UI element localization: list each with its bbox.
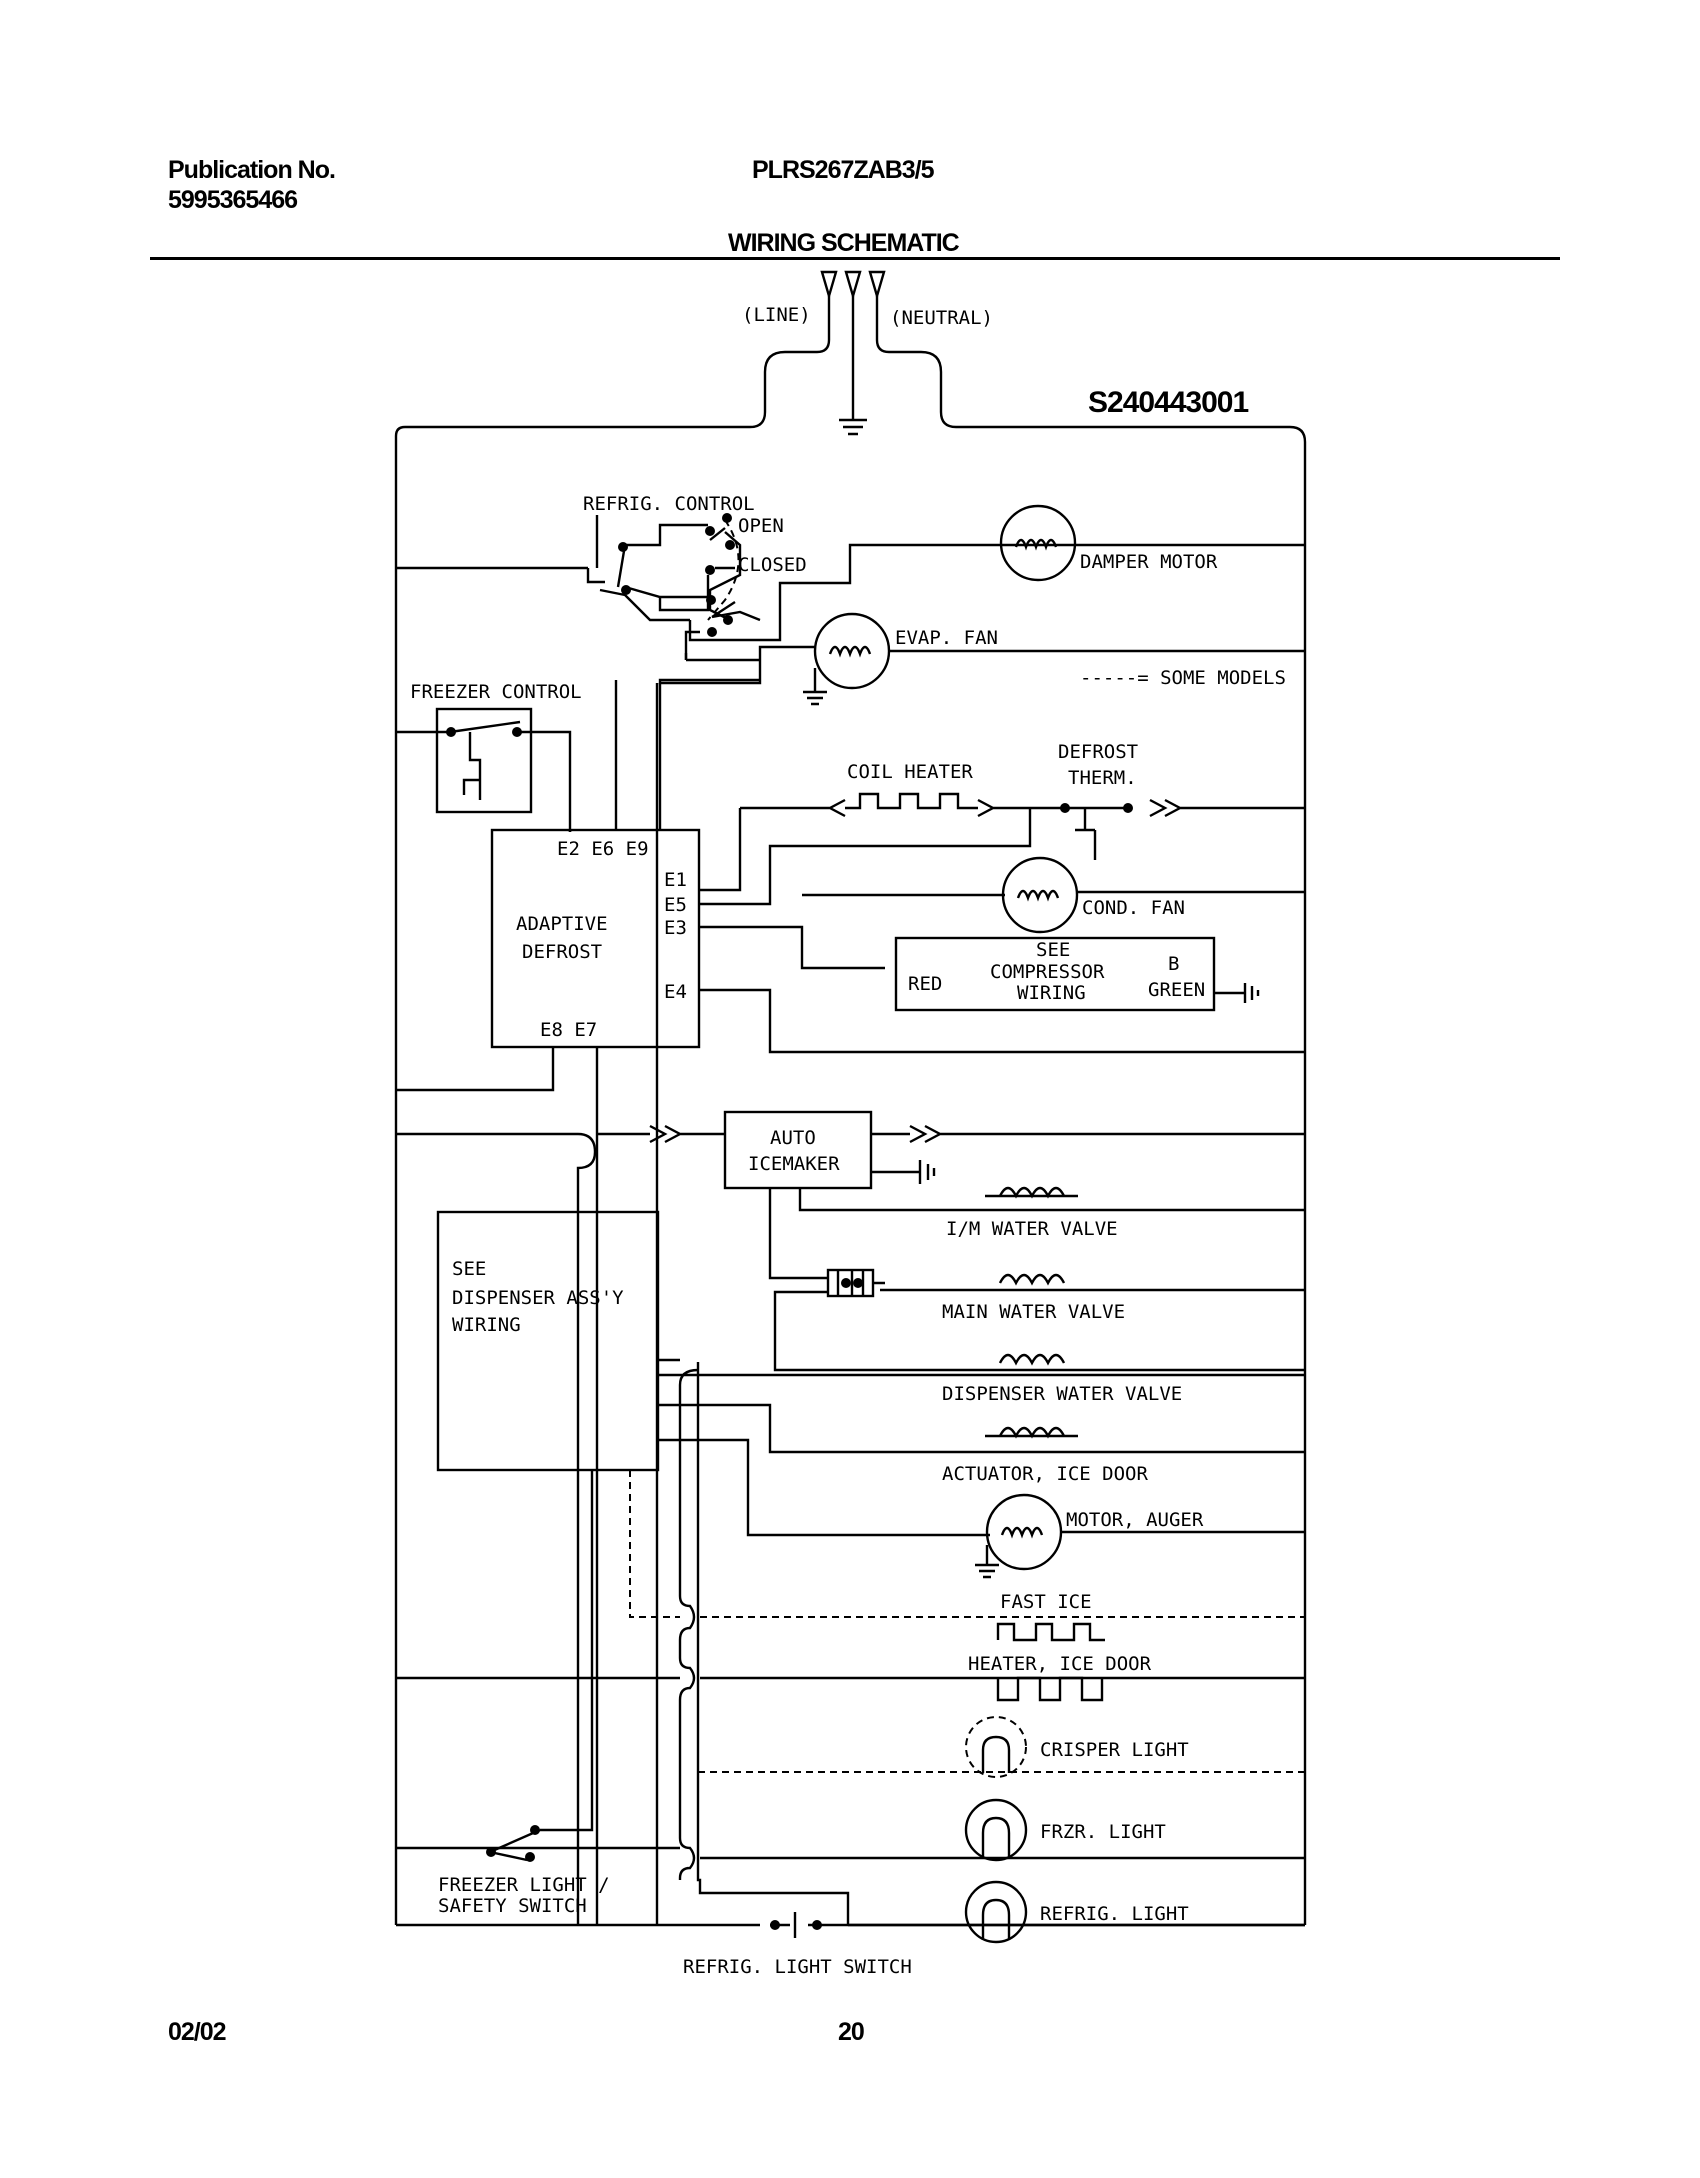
refrig-control-switch [396, 513, 1305, 660]
coil-heater [700, 792, 1062, 892]
freezer-light-switch-label-2: SAFETY SWITCH [438, 1895, 587, 1917]
freezer-light-safety-switch [486, 1470, 594, 1862]
freezer-control-switch [396, 707, 572, 832]
refrig-light-switch [770, 1912, 822, 1938]
page-title: WIRING SCHEMATIC [728, 229, 960, 257]
refrigerator-light [848, 1880, 1305, 1944]
auto-label: AUTO [770, 1127, 816, 1149]
icemaker-label: ICEMAKER [748, 1153, 840, 1175]
actuator-ice-door-label: ACTUATOR, ICE DOOR [942, 1463, 1148, 1485]
line-label: (LINE) [742, 304, 811, 326]
main-water-valve-label: MAIN WATER VALVE [942, 1301, 1125, 1323]
defrost-thermostat [700, 798, 1305, 906]
footer-date: 02/02 [168, 2018, 227, 2046]
terminal-e1: E1 [664, 869, 687, 891]
damper-motor [999, 504, 1077, 582]
im-water-valve [998, 1186, 1066, 1199]
crisper-light [698, 1716, 1305, 1778]
publication-label: Publication No. [168, 156, 336, 184]
freezer-light-switch-label-1: FREEZER LIGHT / [438, 1874, 610, 1896]
adaptive-terminals-bottom: E8 E7 [540, 1019, 597, 1041]
closed-label: CLOSED [738, 554, 807, 576]
auto-icemaker [723, 1110, 1305, 1190]
dispenser-water-valve [998, 1353, 1066, 1366]
cond-fan [1001, 856, 1305, 934]
freezer-control-label: FREEZER CONTROL [410, 681, 582, 703]
cond-fan-label: COND. FAN [1082, 897, 1185, 919]
refrig-light-switch-label: REFRIG. LIGHT SWITCH [683, 1956, 912, 1978]
compressor-label: COMPRESSOR [990, 961, 1105, 983]
motor-auger-label: MOTOR, AUGER [1066, 1509, 1204, 1531]
power-plug [394, 270, 1307, 1925]
dispenser-see-label: SEE [452, 1258, 486, 1280]
refrig-control-label: REFRIG. CONTROL [583, 493, 755, 515]
damper-motor-label: DAMPER MOTOR [1080, 551, 1218, 573]
coil-heater-label: COIL HEATER [847, 761, 973, 783]
adaptive-terminals-top: E2 E6 E9 [557, 838, 649, 860]
dispenser-assembly-box [436, 1210, 1305, 1537]
icemaker-left-connector [597, 1124, 725, 1144]
evap-fan-label: EVAP. FAN [895, 627, 998, 649]
ground-symbol [839, 418, 867, 436]
defrost-therm-label-2: THERM. [1068, 767, 1137, 789]
im-water-valve-label: I/M WATER VALVE [946, 1218, 1118, 1240]
freezer-light-label: FRZR. LIGHT [1040, 1821, 1166, 1843]
actuator-ice-door [985, 1426, 1078, 1439]
adaptive-top-wires [568, 680, 662, 832]
cond-fan-wires [700, 893, 1305, 1054]
open-label: OPEN [738, 515, 784, 537]
light-jumper-wire [678, 1368, 699, 1880]
evap-fan [803, 612, 1305, 706]
refrigerator-light-label: REFRIG. LIGHT [1040, 1903, 1189, 1925]
compressor-red-label: RED [908, 973, 942, 995]
icemaker-feed-wire [396, 1132, 597, 1925]
adaptive-defrost-label-1: ADAPTIVE [516, 913, 608, 935]
motor-auger [975, 1493, 1305, 1579]
dispenser-wiring-label: WIRING [452, 1314, 521, 1336]
header-rule [150, 257, 1560, 260]
compressor-b-label: B [1168, 953, 1179, 975]
neutral-label: (NEUTRAL) [890, 307, 993, 329]
fast-ice-label: FAST ICE [1000, 1591, 1092, 1613]
compressor-wiring-label: WIRING [1017, 982, 1086, 1004]
water-valve-connector [773, 1268, 1305, 1372]
dispenser-water-valve-label: DISPENSER WATER VALVE [942, 1383, 1182, 1405]
adaptive-defrost-board [490, 828, 701, 1049]
compressor-green-label: GREEN [1148, 979, 1205, 1001]
footer-page-number: 20 [838, 2018, 865, 2046]
defrost-therm-label-1: DEFROST [1058, 741, 1138, 763]
adaptive-bottom-wires [396, 1047, 599, 1925]
some-models-legend: -----= SOME MODELS [1080, 667, 1286, 689]
drawing-number: S240443001 [1088, 386, 1248, 419]
terminal-e4: E4 [664, 981, 687, 1003]
refrig-light-switch-wire [696, 1362, 850, 1925]
adaptive-defrost-label-2: DEFROST [522, 941, 602, 963]
heater-ice-door-label: HEATER, ICE DOOR [968, 1653, 1152, 1675]
main-water-valve [998, 1273, 1066, 1286]
heater-ice-door [396, 1676, 1305, 1702]
dispenser-assy-label: DISPENSER ASS'Y [452, 1287, 624, 1309]
compressor-wiring-box [894, 936, 1260, 1012]
terminal-e5: E5 [664, 894, 687, 916]
compressor-see-label: SEE [1036, 939, 1070, 961]
fast-ice-heater [629, 1470, 1305, 1642]
crisper-light-label: CRISPER LIGHT [1040, 1739, 1189, 1761]
publication-number: 5995365466 [168, 186, 298, 214]
freezer-light [396, 1798, 1305, 1862]
terminal-e3: E3 [664, 917, 687, 939]
model-number: PLRS267ZAB3/5 [752, 156, 935, 184]
